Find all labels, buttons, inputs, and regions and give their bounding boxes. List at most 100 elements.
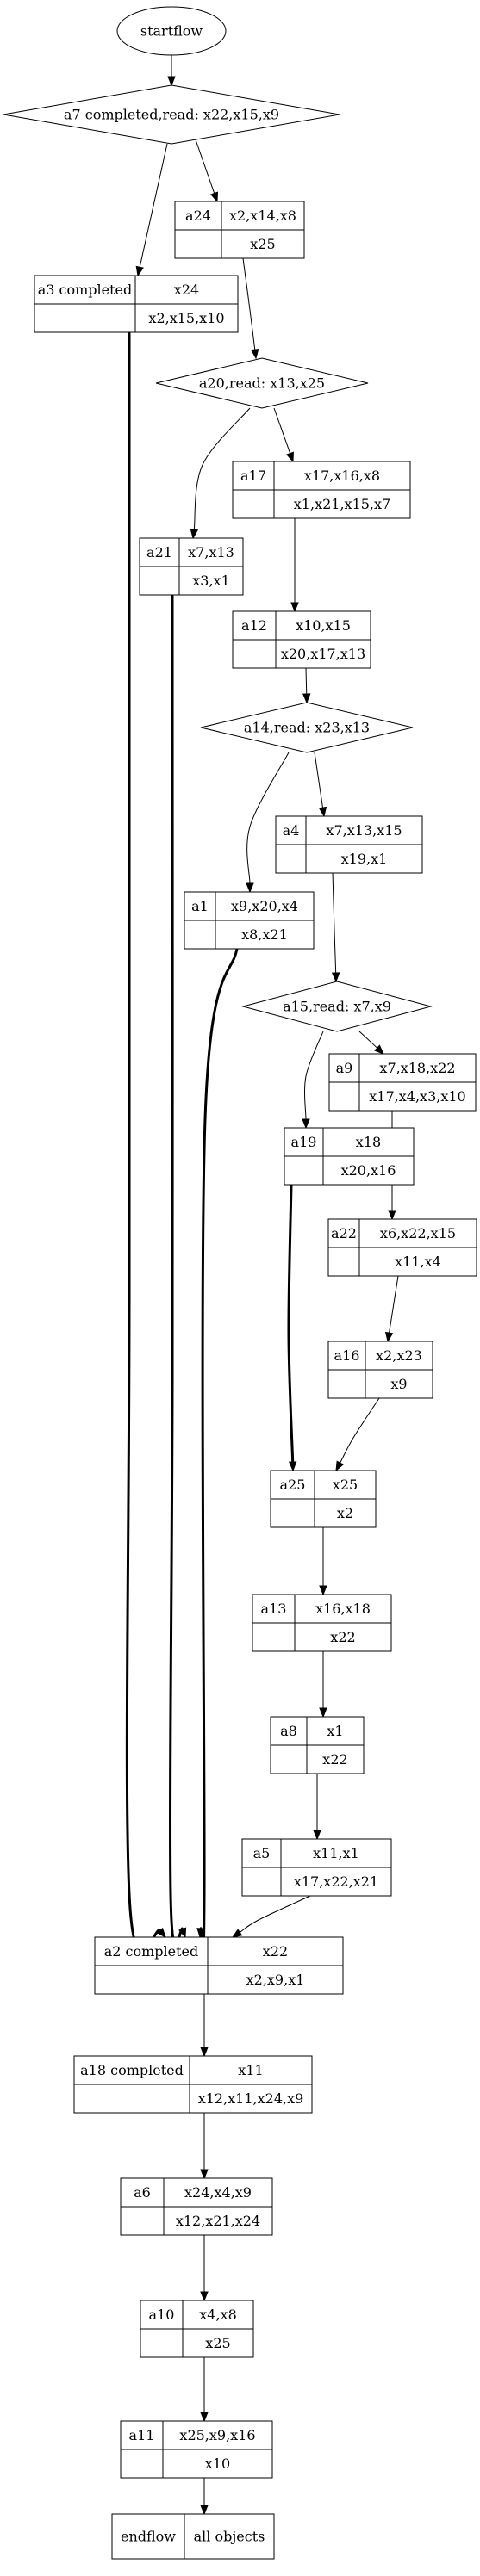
- edge-a6-a10: [200, 2235, 209, 2302]
- edge-a16-a25: [335, 1397, 380, 1472]
- decision-shape: [200, 702, 414, 753]
- record-writes: x25: [250, 236, 275, 252]
- record-reads: x2,x14,x8: [229, 207, 296, 224]
- record-name: a9: [336, 1060, 353, 1076]
- edge-line: [332, 872, 337, 974]
- edge-line: [305, 667, 308, 695]
- record-reads: x7,x18,x22: [379, 1060, 455, 1076]
- record-reads: x1: [327, 1723, 343, 1739]
- arrowhead: [178, 1927, 187, 1939]
- edge-d_a20-a21: [190, 407, 251, 540]
- record-frame: [111, 2513, 275, 2560]
- decision-shape: [241, 981, 433, 1032]
- arrowhead: [335, 1460, 345, 1472]
- arrowhead: [302, 1118, 310, 1130]
- edge-a1-a2: [196, 948, 239, 1965]
- arrowhead: [210, 191, 219, 203]
- record-reads: x16,x18: [315, 1601, 371, 1617]
- edge-a11-endflow: [200, 2478, 209, 2516]
- record-reads: x4,x8: [199, 2307, 237, 2323]
- record-reads: x6,x22,x15: [380, 1225, 456, 1242]
- record-name: a11: [129, 2427, 155, 2443]
- arrowhead: [384, 1331, 394, 1343]
- edge-a10-a11: [200, 2357, 209, 2423]
- arrowhead: [286, 451, 294, 463]
- edge-line: [246, 752, 290, 884]
- record-name: a6: [134, 2184, 151, 2201]
- record-writes: x2,x15,x10: [148, 310, 224, 326]
- record-reads: x2,x23: [376, 1347, 422, 1364]
- arrowhead: [302, 693, 311, 704]
- record-reads: x11: [238, 2062, 263, 2078]
- arrowhead: [200, 2047, 209, 2058]
- arrowhead: [135, 265, 144, 277]
- arrowhead: [200, 2291, 209, 2302]
- arrowhead: [319, 1585, 327, 1596]
- record-name: a16: [334, 1347, 360, 1364]
- edge-line: [199, 948, 239, 1965]
- edge-line: [125, 331, 162, 1953]
- edge-a12-d_a14: [302, 667, 311, 704]
- node-startflow: startflow: [116, 6, 227, 56]
- edge-a5-a2: [231, 1895, 311, 1938]
- record-writes: x17,x22,x21: [294, 1873, 378, 1890]
- edge-line: [389, 1275, 399, 1334]
- arrowhead: [288, 1461, 297, 1472]
- edge-a22-a16: [384, 1275, 399, 1343]
- edge-d_a14-a1: [246, 752, 290, 894]
- record-reads: x7,x13,x15: [326, 822, 402, 839]
- record-writes: x19,x1: [341, 851, 388, 867]
- record-name: a13: [261, 1601, 287, 1617]
- record-reads: x24: [174, 282, 199, 298]
- node-d_a14: a14,read: x23,x13: [200, 702, 414, 753]
- record-reads: x7,x13: [188, 544, 234, 560]
- record-writes: x11,x4: [395, 1254, 441, 1270]
- edge-a17-a12: [290, 518, 299, 613]
- edge-line: [240, 1895, 311, 1933]
- arrowhead: [388, 1210, 396, 1221]
- arrowhead: [156, 1927, 166, 1939]
- edge-startflow-d_a7: [167, 55, 176, 87]
- edge-layer: [125, 55, 399, 2516]
- record-writes: x25: [205, 2335, 230, 2351]
- arrowhead: [313, 1830, 321, 1841]
- record-reads: x22: [263, 1943, 288, 1960]
- edge-line: [139, 143, 168, 268]
- edge-a4-d_a15: [331, 872, 340, 983]
- decision-shape: [155, 357, 369, 409]
- arrowhead: [318, 806, 327, 818]
- record-reads: all objects: [194, 2529, 265, 2545]
- record-writes: x1,x21,x15,x7: [294, 496, 390, 512]
- record-writes: x12,x21,x24: [176, 2213, 260, 2229]
- record-writes: x9: [390, 1376, 407, 1392]
- arrowhead: [250, 348, 259, 360]
- edge-line: [193, 407, 251, 530]
- node-label: startflow: [140, 23, 203, 40]
- record-writes: x2: [337, 1505, 353, 1521]
- edge-line: [358, 1031, 378, 1049]
- edge-d_a15-a19: [302, 1031, 324, 1130]
- record-reads: x25,x9,x16: [179, 2427, 255, 2443]
- record-reads: x24,x4,x9: [184, 2184, 252, 2201]
- record-name: a8: [280, 1723, 297, 1739]
- arrowhead: [374, 1044, 384, 1055]
- decision-label: a15,read: x7,x9: [283, 999, 391, 1015]
- node-a6: a6 x24,x4,x9 x12,x21,x24: [120, 2177, 273, 2236]
- edge-line: [314, 752, 324, 808]
- edge-a24-d_a20: [242, 257, 259, 360]
- record-name: a19: [291, 1134, 317, 1150]
- record-reads: x11,x1: [313, 1845, 359, 1861]
- edge-line: [242, 257, 256, 350]
- record-name: a5: [253, 1845, 271, 1861]
